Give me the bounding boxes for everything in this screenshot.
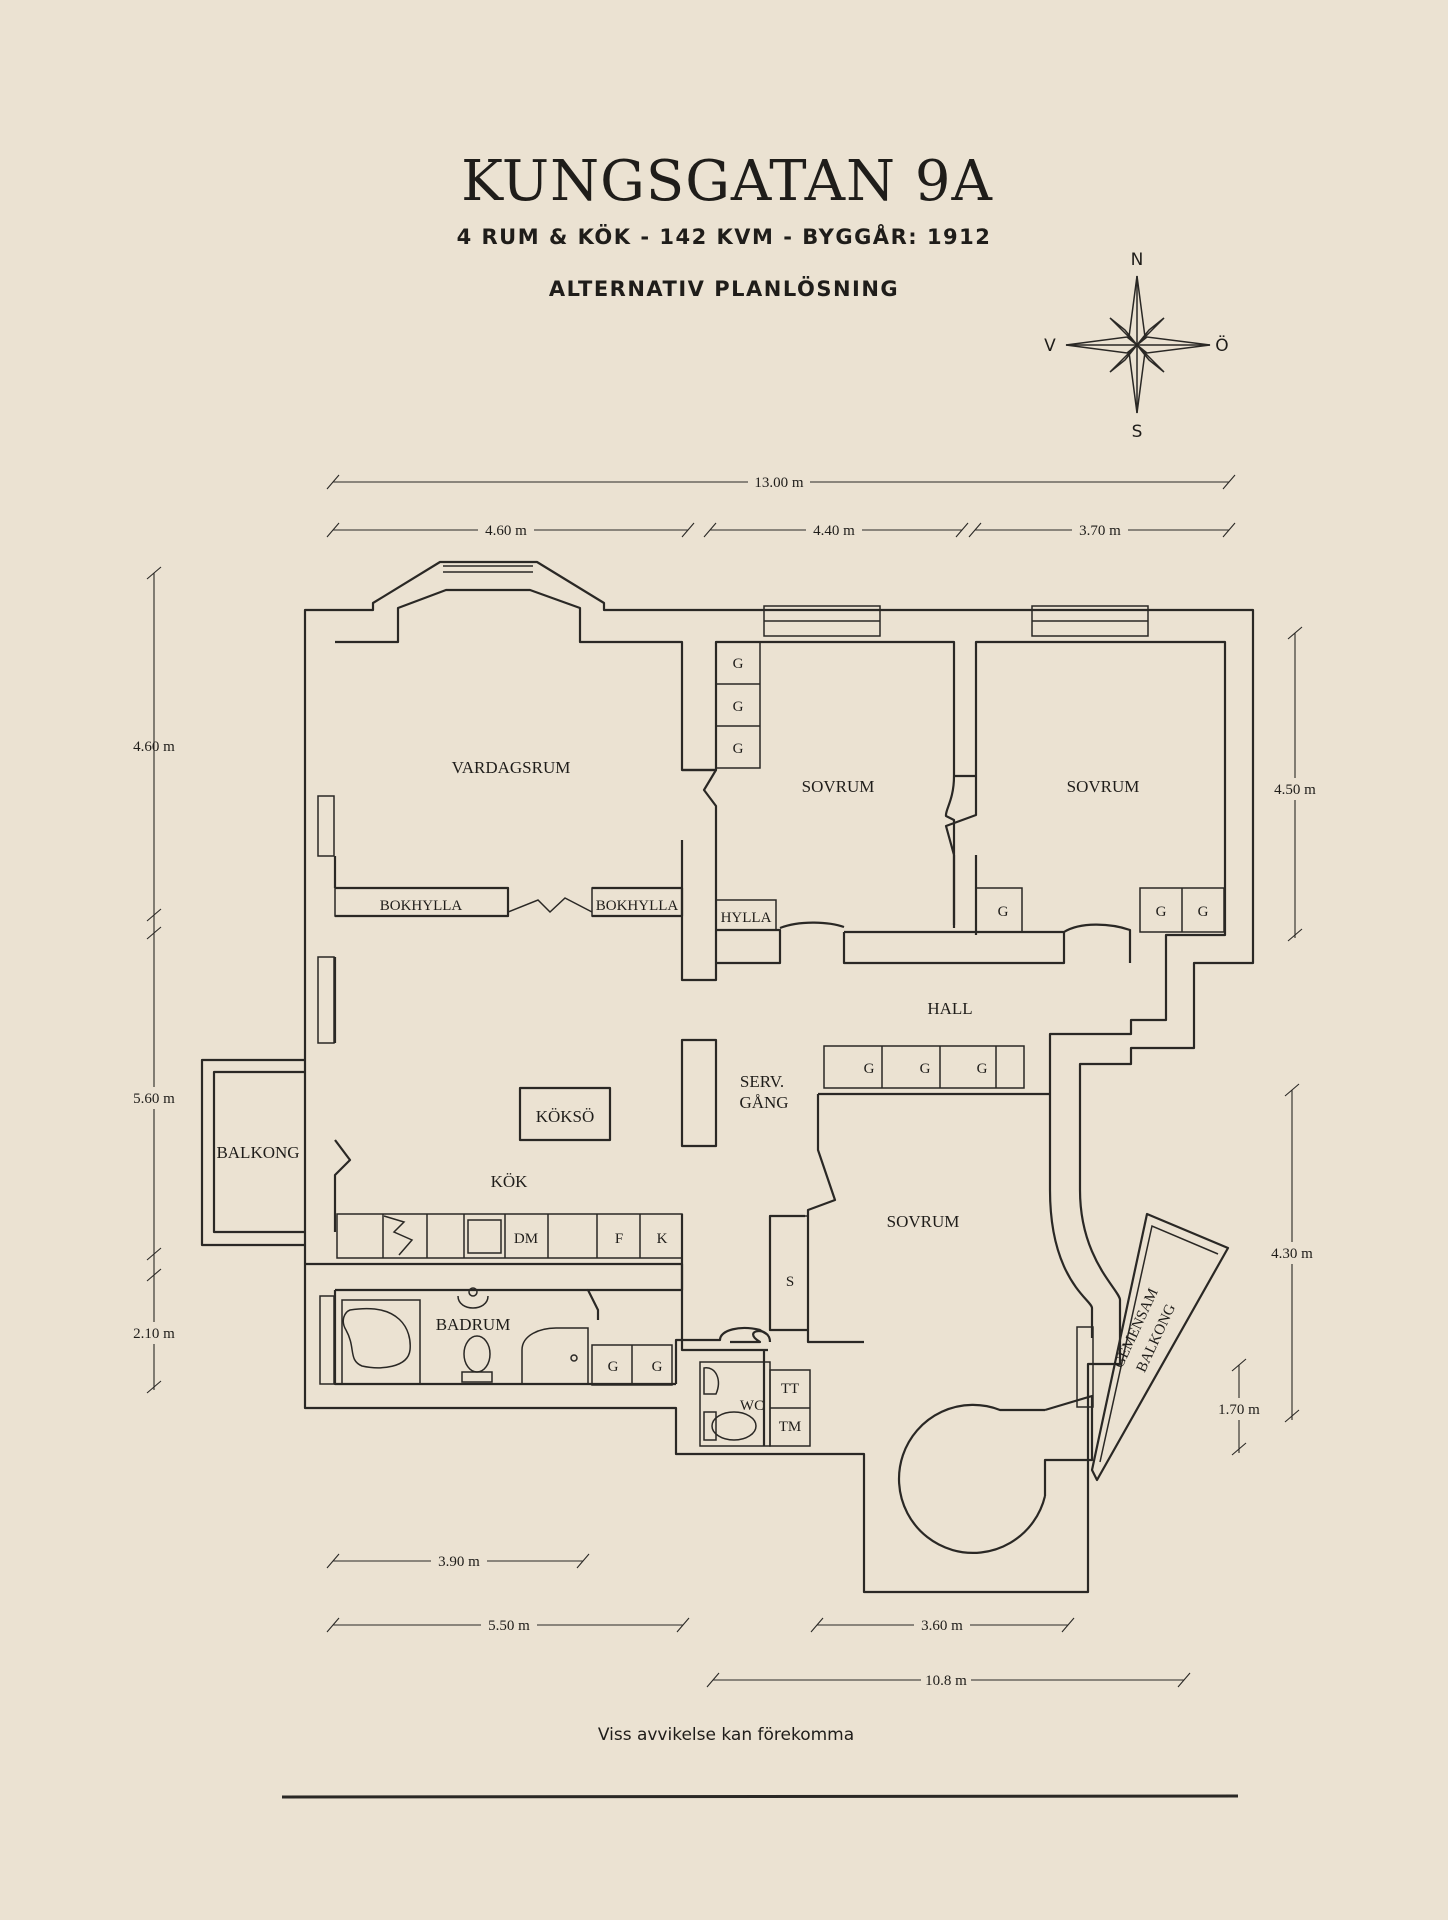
fixture-labels: BOKHYLLA BOKHYLLA HYLLA G G G G G G G G … (380, 656, 1209, 1435)
room-serv-2: GÅNG (739, 1093, 788, 1112)
plan-variant: ALTERNATIV PLANLÖSNING (549, 276, 899, 301)
fixture-g: G (1156, 904, 1167, 920)
fixture-g: G (1198, 904, 1209, 920)
fixture-dm: DM (514, 1231, 538, 1247)
fixture-g: G (608, 1359, 619, 1375)
room-vardagsrum: VARDAGSRUM (452, 758, 571, 777)
room-serv-1: SERV. (740, 1072, 784, 1091)
dim-total-width: 13.00 m (754, 475, 804, 491)
fixture-g: G (733, 741, 744, 757)
dim-left-top: 4.60 m (133, 739, 175, 755)
room-hall: HALL (927, 999, 972, 1018)
compass-east: Ö (1215, 334, 1228, 356)
dim-bottom-1: 3.90 m (438, 1554, 480, 1570)
fixture-g: G (733, 656, 744, 672)
dimension-lines (146, 474, 1303, 1688)
dim-bottom-2: 5.50 m (488, 1618, 530, 1634)
disclaimer-note: Viss avvikelse kan förekomma (598, 1725, 854, 1745)
dim-left-mid: 5.60 m (133, 1091, 175, 1107)
fixture-g: G (864, 1061, 875, 1077)
fixture-hylla: HYLLA (721, 910, 772, 926)
room-balkong: BALKONG (216, 1143, 299, 1162)
dim-vardagsrum-width: 4.60 m (485, 523, 527, 539)
fixture-g: G (920, 1061, 931, 1077)
compass-north: N (1131, 250, 1144, 270)
dimension-labels: 13.00 m 4.60 m 4.40 m 3.70 m 4.60 m 5.60… (124, 472, 1325, 1689)
dim-right-mid: 4.30 m (1271, 1246, 1313, 1262)
fixture-g: G (733, 699, 744, 715)
fixture-bokhylla-2: BOKHYLLA (596, 898, 679, 914)
fixture-bokhylla-1: BOKHYLLA (380, 898, 463, 914)
room-koksö: KÖKSÖ (536, 1107, 595, 1126)
dim-bottom-3: 3.60 m (921, 1618, 963, 1634)
room-badrum: BADRUM (436, 1315, 511, 1334)
room-kok: KÖK (491, 1172, 529, 1191)
fixture-s: S (786, 1274, 794, 1290)
fixture-g: G (977, 1061, 988, 1077)
fixture-tt: TT (781, 1381, 799, 1397)
fixture-tm: TM (779, 1419, 802, 1435)
room-wc: WC (740, 1398, 764, 1414)
compass-rose-icon (1065, 275, 1211, 414)
page-subtitle: 4 RUM & KÖK - 142 KVM - BYGGÅR: 1912 (457, 224, 992, 249)
footer-rule (281, 1794, 1239, 1799)
dim-sovrum2-width: 3.70 m (1079, 523, 1121, 539)
room-sovrum-2: SOVRUM (1067, 777, 1140, 796)
room-sovrum-3: SOVRUM (887, 1212, 960, 1231)
dim-sovrum1-width: 4.40 m (813, 523, 855, 539)
dim-bottom-total: 10.8 m (925, 1673, 967, 1689)
room-sovrum-1: SOVRUM (802, 777, 875, 796)
fixture-g: G (652, 1359, 663, 1375)
page-title: KUNGSGATAN 9A (461, 149, 993, 214)
compass-south: S (1132, 422, 1143, 442)
room-labels: VARDAGSRUM SOVRUM SOVRUM HALL KÖK KÖKSÖ … (216, 758, 1179, 1414)
walls (200, 560, 1255, 1594)
dim-right-bot: 1.70 m (1218, 1402, 1260, 1418)
fixture-g: G (998, 904, 1009, 920)
fixture-k: K (657, 1231, 668, 1247)
dim-left-bot: 2.10 m (133, 1326, 175, 1342)
compass-west: V (1044, 336, 1056, 356)
dim-right-top: 4.50 m (1274, 782, 1316, 798)
fixture-f: F (615, 1231, 623, 1247)
